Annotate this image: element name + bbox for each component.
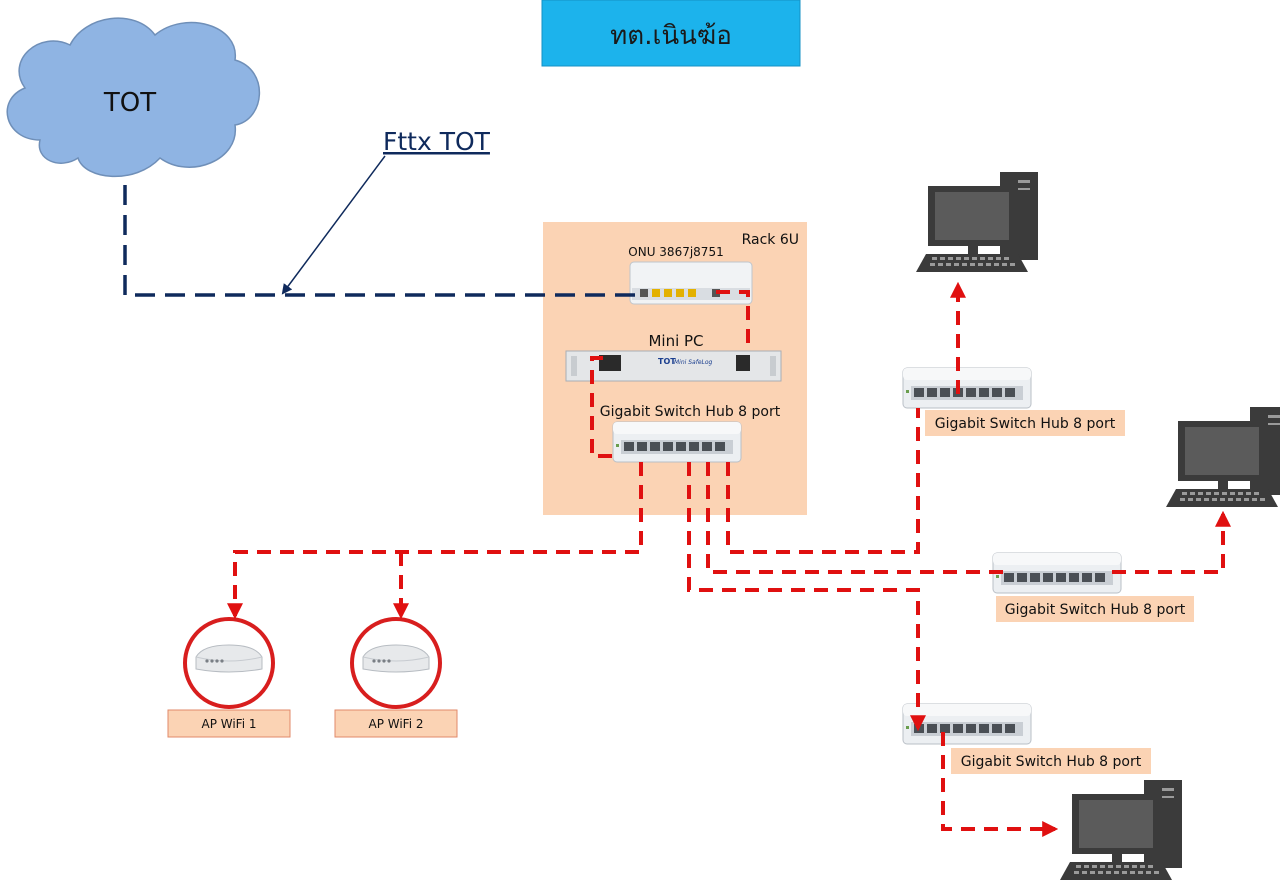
ap-1-label: AP WiFi 1	[201, 717, 256, 731]
switch-icon	[612, 421, 742, 463]
cloud-label: TOT	[103, 88, 156, 118]
cloud-icon: TOT	[6, 17, 261, 178]
minipc-brand: TOT	[658, 357, 676, 366]
onu-label: ONU 3867j8751	[628, 245, 723, 259]
switch-icon	[902, 703, 1032, 745]
link-onu-minipc	[716, 290, 750, 352]
ap-2-label: AP WiFi 2	[368, 717, 423, 731]
computer-icon	[1060, 780, 1182, 880]
fiber-link	[123, 185, 636, 297]
switch-label-box: Gigabit Switch Hub 8 port	[951, 748, 1151, 774]
switch-icon	[992, 552, 1122, 594]
computer-icon	[1166, 407, 1280, 507]
link-pc3	[941, 732, 1059, 837]
switch-2-label: Gigabit Switch Hub 8 port	[1005, 602, 1186, 618]
page-title: ทต.เนินฆ้อ	[610, 21, 732, 51]
switch-3-label: Gigabit Switch Hub 8 port	[961, 754, 1142, 770]
mini-pc-icon: TOT Mini SafeLog	[565, 350, 782, 382]
link-pc2	[1112, 510, 1231, 574]
link-switch1	[726, 408, 920, 554]
switch-icon	[902, 367, 1032, 409]
rack-switch-label: Gigabit Switch Hub 8 port	[600, 404, 781, 420]
switch-label-box: Gigabit Switch Hub 8 port	[925, 410, 1125, 436]
switch-label-box: Gigabit Switch Hub 8 port	[996, 596, 1194, 622]
rack-label: Rack 6U	[742, 232, 799, 248]
wifi-ap-icon	[350, 617, 442, 709]
link-switch3	[687, 462, 926, 732]
wifi-ap-icon	[183, 617, 275, 709]
computer-icon	[916, 172, 1038, 272]
title-box: ทต.เนินฆ้อ	[541, 0, 801, 67]
minipc-model: Mini SafeLog	[674, 359, 713, 366]
onu-icon	[629, 261, 753, 305]
ethernet-links	[227, 281, 1231, 837]
link-minipc-switch	[590, 356, 613, 458]
ap-label-box: AP WiFi 1	[167, 709, 291, 738]
fttx-label: Fttx TOT	[383, 127, 491, 156]
link-switch2	[706, 462, 1003, 574]
fttx-pointer	[281, 155, 386, 295]
minipc-label: Mini PC	[648, 332, 703, 350]
ap-label-box: AP WiFi 2	[334, 709, 458, 738]
switch-1-label: Gigabit Switch Hub 8 port	[935, 416, 1116, 432]
